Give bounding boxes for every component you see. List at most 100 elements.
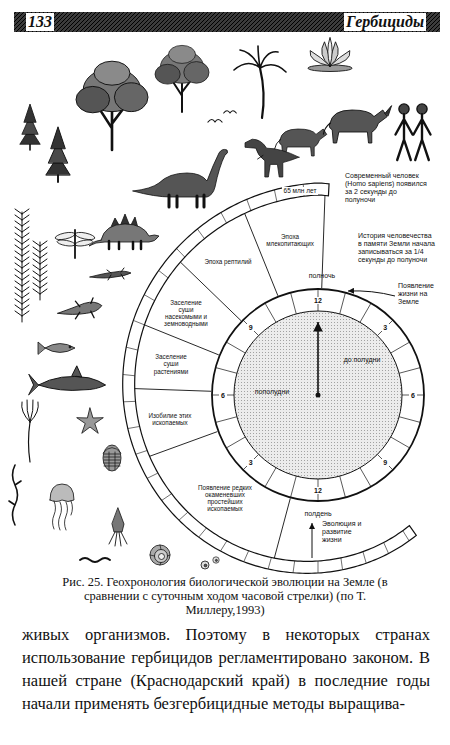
amphibian	[75, 298, 94, 319]
sea-lily	[22, 400, 39, 462]
broadleaf-tree	[155, 64, 180, 84]
ammonite-shell	[150, 545, 170, 565]
sector-text: Эпоха рептилий	[203, 258, 253, 265]
note-text-text: Появление жизни на Земле	[398, 282, 444, 306]
cephalopod	[109, 532, 127, 546]
trilobite	[103, 448, 121, 471]
sauropod-dinosaur	[133, 149, 228, 207]
sector-label: Эпоха млекопитающих	[264, 232, 316, 248]
dial-number: 6	[219, 392, 227, 399]
ring-label-text: 65 млн лет	[282, 187, 319, 194]
sector-label: Заселение суши насекомыми и земноводными	[162, 298, 210, 329]
page-number: 133	[26, 13, 54, 31]
trilobite	[103, 445, 121, 471]
dial-number: 9	[381, 459, 389, 466]
rhinoceros	[385, 106, 392, 116]
note-text-text: История человечества в памяти Земли нача…	[358, 232, 436, 264]
hour-tick	[212, 289, 424, 501]
human-figure	[396, 114, 413, 160]
note-text: Эволюция и развитие жизни	[322, 520, 370, 544]
single-cell	[213, 557, 219, 563]
worm	[80, 558, 110, 562]
header-bar	[14, 12, 440, 32]
conifer-tree	[24, 104, 36, 122]
sauropod-dinosaur	[133, 149, 228, 197]
dial-number-text: 12	[312, 487, 324, 494]
note-text: Современный человек (Homo sapiens) появи…	[345, 172, 429, 204]
clock-label: до полудни	[344, 356, 381, 364]
broadleaf-tree	[184, 62, 209, 84]
stegosaurus	[89, 224, 159, 246]
lizard	[107, 268, 124, 280]
sector-label: Эпоха рептилий	[202, 257, 254, 266]
single-cell	[215, 559, 217, 561]
human-figure	[414, 104, 431, 160]
ammonite-shell	[150, 545, 170, 565]
caption-text: Рис. 25. Геохронология биологической эво…	[60, 575, 390, 617]
palm-tree	[234, 46, 286, 118]
theropod-dinosaur	[258, 155, 263, 159]
ammonite-shell	[150, 545, 170, 565]
fish	[38, 342, 75, 354]
dial-number-text: 9	[381, 459, 389, 466]
sector-label: Изобилие этих ископаемых	[145, 411, 195, 427]
ring-label: 65 млн лет	[282, 187, 319, 194]
rhinoceros	[323, 123, 330, 134]
figure-caption: Рис. 25. Геохронология биологической эво…	[60, 575, 390, 617]
bird	[208, 120, 222, 123]
sector-text: Заселение суши насекомыми и земноводными	[163, 299, 209, 328]
seaweed	[9, 465, 21, 525]
clock-label: полночь	[309, 272, 336, 280]
sector-boundary	[274, 498, 290, 558]
tree-fern	[33, 241, 47, 300]
dial-number-text: 3	[247, 459, 255, 466]
water-lily	[328, 37, 332, 66]
fish	[38, 342, 75, 354]
jellyfish	[50, 484, 74, 530]
dragonfly	[57, 239, 76, 247]
conifer-tree	[46, 127, 70, 182]
broadleaf-tree	[76, 61, 148, 150]
conifer-tree	[20, 104, 40, 150]
jellyfish	[50, 484, 74, 502]
tree-fern	[33, 241, 47, 300]
clock-label-text: полдень	[304, 510, 331, 518]
sauropod-dinosaur	[169, 195, 204, 207]
dial-number: 6	[409, 392, 417, 399]
pointer-arrow	[312, 523, 313, 558]
clock-label-text: полночь	[309, 272, 336, 280]
rhinoceros	[329, 110, 387, 143]
note-text: Появление жизни на Земле	[398, 282, 444, 306]
amphibian	[58, 298, 102, 319]
dial-number-text: 6	[409, 392, 417, 399]
body-text: живых организмов. Поэтому в некоторых ст…	[22, 623, 430, 715]
sector-text: Заселение суши растениями	[147, 353, 195, 375]
dragonfly	[75, 231, 96, 241]
note-text: История человечества в памяти Земли нача…	[358, 232, 436, 264]
dial-number-text: 3	[381, 324, 389, 331]
broadleaf-tree	[174, 80, 190, 112]
theropod-dinosaur	[245, 139, 299, 177]
tree-fern	[15, 209, 29, 322]
clock-dial	[212, 289, 424, 501]
stegosaurus	[109, 241, 141, 249]
pointer-arrow	[348, 291, 395, 296]
dragonfly	[74, 230, 76, 258]
single-cell	[201, 561, 209, 569]
dragonfly	[55, 231, 76, 241]
single-cell	[213, 557, 219, 563]
shark	[29, 366, 106, 395]
broadleaf-tree	[155, 45, 209, 112]
body-text-text: живых организмов. Поэтому в некоторых ст…	[22, 623, 430, 715]
bird	[208, 120, 222, 123]
clock-hand	[317, 322, 319, 395]
broadleaf-tree	[101, 107, 123, 150]
palm-tree	[260, 68, 264, 118]
seaweed	[9, 465, 21, 525]
lizard	[90, 268, 131, 280]
sector-label: Заселение суши растениями	[146, 352, 196, 376]
page-number-text: 133	[26, 13, 54, 31]
shark	[29, 366, 106, 395]
dial-number: 3	[247, 459, 255, 466]
